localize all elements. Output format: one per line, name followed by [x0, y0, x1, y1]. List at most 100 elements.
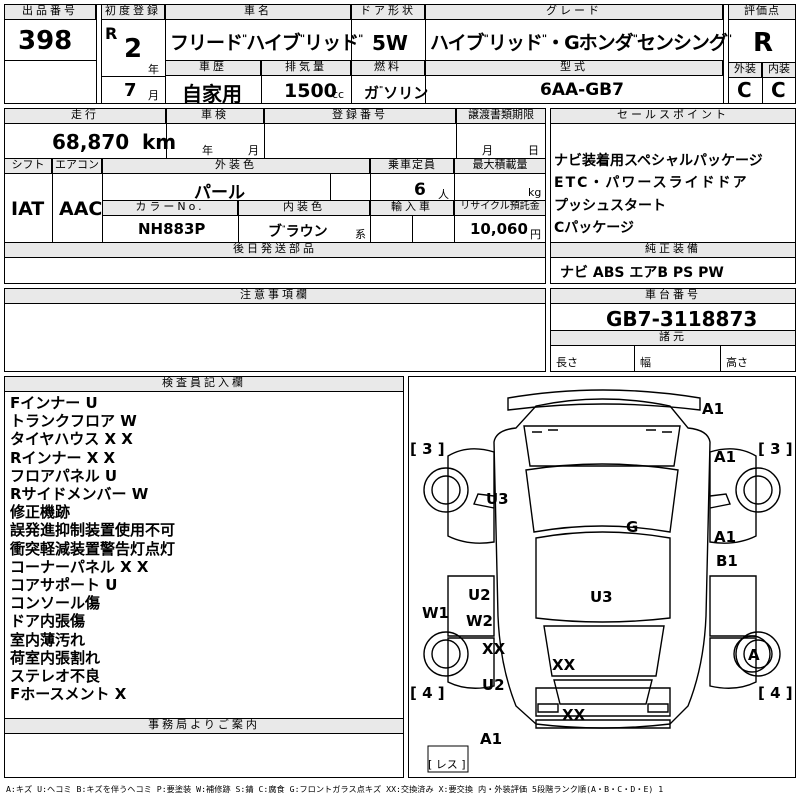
ext-label: 外装: [728, 62, 762, 78]
mark-a1-bottom: A1: [480, 730, 503, 748]
ext-score: C: [737, 78, 752, 102]
insp-month: 月: [248, 144, 259, 157]
tire-front-right: [ 3 ]: [758, 440, 793, 458]
inspector-line: コアサポート U: [10, 576, 118, 595]
lot-label: 出品番号: [4, 4, 96, 20]
sales-point: ETC・パワースライドドア: [554, 175, 749, 192]
inspector-line: ステレオ不良: [10, 667, 101, 686]
int-label: 内装: [762, 62, 796, 78]
inspector-line: 誤発進抑制装置使用不可: [10, 521, 176, 540]
inspector-line: 衝突軽減装置警告灯点灯: [10, 539, 176, 558]
mileage: 68,870: [52, 130, 130, 154]
inspection-label: 車検: [166, 108, 264, 124]
history: 自家用: [182, 82, 242, 106]
ac-label: エアコン: [52, 158, 102, 174]
inspector-line: タイヤハウス X X: [10, 430, 133, 449]
vin-label: 車台番号: [550, 288, 796, 304]
inspector-line: Fホースメント X: [10, 685, 127, 704]
reg-year: 2: [124, 34, 143, 64]
header-block: [4, 4, 796, 104]
sales-points: ナビ装着用スペシャルパッケージ ETC・パワースライドドア プッシュスタート C…: [554, 150, 763, 240]
int-color-label: 内装色: [238, 200, 370, 216]
office-label: 事務局よりご案内: [4, 718, 404, 734]
mark-u3-left: U3: [486, 490, 509, 508]
mark-b1-right: B1: [716, 552, 738, 570]
mark-xx-center: XX: [552, 656, 576, 674]
inspector-line: Rサイドメンバー W: [10, 485, 149, 504]
capacity-unit: 人: [438, 188, 449, 201]
fuel-label: 燃料: [351, 60, 425, 76]
inspector-line: フロアパネル U: [10, 466, 118, 485]
inspector-block: [4, 376, 404, 778]
inspector-lines: Fインナー U トランクフロア W タイヤハウス X X Rインナー X X フ…: [10, 394, 175, 703]
equip-label: 純正装備: [550, 242, 796, 258]
mark-xx-rear: XX: [562, 706, 586, 724]
recycle-label: リサイクル預託金: [454, 200, 546, 216]
mark-g: G: [626, 518, 639, 536]
grade: ハイブ"リッド"・Gホンダ"センシング": [430, 32, 732, 54]
import-label: 輸入車: [370, 200, 454, 216]
inspector-line: 修正機跡: [10, 503, 71, 522]
equip: ナビ ABS エアB PS PW: [560, 265, 724, 281]
ac: AAC: [59, 198, 103, 220]
mark-a1-right-mid: A1: [714, 528, 737, 546]
car-diagram: [423, 389, 781, 773]
mark-u2-left: U2: [468, 586, 491, 604]
mark-u2-bottom: U2: [482, 676, 505, 694]
model: 6AA-GB7: [540, 80, 624, 100]
height-label: 高さ: [726, 356, 748, 369]
insp-year: 年: [202, 144, 213, 157]
mark-w1: W1: [422, 604, 449, 622]
car-name: フリード"ハイブ"リッド": [170, 32, 363, 54]
mark-a-right: A: [748, 646, 760, 664]
inspector-line: 荷室内張割れ: [10, 648, 101, 667]
int-color-suffix: 系: [355, 228, 366, 241]
color: パール: [194, 183, 245, 203]
recycle: 10,060: [470, 220, 528, 238]
load-label: 最大積載量: [454, 158, 546, 174]
displacement-unit: cc: [332, 88, 345, 101]
sales-label: セールスポイント: [550, 108, 796, 124]
mark-u3-center: U3: [590, 588, 613, 606]
shift-label: シフト: [4, 158, 52, 174]
mileage-unit: km: [142, 130, 177, 154]
displacement-label: 排気量: [261, 60, 351, 76]
transfer-month: 月: [482, 144, 493, 157]
mileage-label: 走行: [4, 108, 166, 124]
int-score: C: [771, 78, 786, 102]
door: 5W: [372, 31, 408, 55]
legend: A:キズ U:ヘコミ B:キズを伴うヘコミ P:要塗装 W:補修跡 S:錆 C:…: [6, 784, 664, 794]
door-label: ドア形状: [351, 4, 425, 20]
first-reg-label: 初度登録: [101, 4, 165, 20]
inspector-line: 室内薄汚れ: [10, 630, 86, 649]
lot-number: 398: [18, 26, 73, 56]
notes-label: 注意事項欄: [4, 288, 546, 304]
reg-number-label: 登録番号: [264, 108, 456, 124]
spare-tire: [ レス ]: [428, 758, 466, 771]
inspector-line: トランクフロア W: [10, 412, 137, 431]
spec-label: 諸元: [550, 330, 796, 346]
mark-a1-right-top: A1: [714, 448, 737, 466]
grade-label: グレード: [425, 4, 723, 20]
displacement: 1500: [284, 80, 337, 102]
color-no-label: カラーNo.: [102, 200, 238, 216]
era: R: [105, 24, 118, 43]
length-label: 長さ: [556, 356, 578, 369]
transfer-label: 譲渡書類期限: [456, 108, 546, 124]
tire-front-left: [ 3 ]: [410, 440, 445, 458]
mark-xx-left: XX: [482, 640, 506, 658]
tire-rear-right: [ 4 ]: [758, 684, 793, 702]
color-label: 外装色: [102, 158, 370, 174]
reg-month-unit: 月: [148, 89, 159, 102]
sales-point: ナビ装着用スペシャルパッケージ: [554, 153, 763, 169]
vin: GB7-3118873: [606, 307, 758, 331]
inspector-label: 検査員記入欄: [4, 376, 404, 392]
recycle-unit: 円: [530, 228, 541, 241]
car-name-label: 車名: [165, 4, 351, 20]
capacity: 6: [414, 180, 426, 200]
inspector-line: ドア内張傷: [10, 612, 86, 631]
transfer-day: 日: [528, 144, 539, 157]
tire-rear-left: [ 4 ]: [410, 684, 445, 702]
inspector-line: コーナーパネル X X: [10, 557, 149, 576]
later-parts-label: 後日発送部品: [4, 242, 546, 258]
